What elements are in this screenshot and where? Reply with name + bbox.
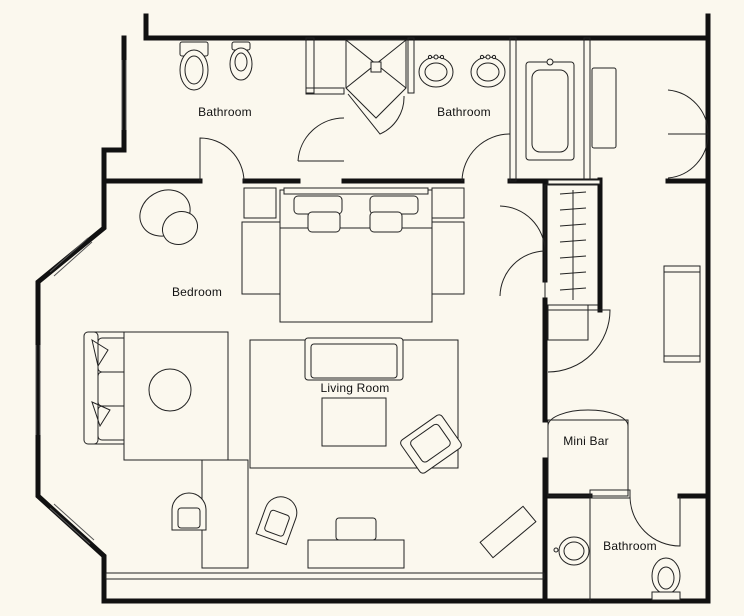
closet-rail-hangers — [559, 190, 587, 300]
closet-shelf — [547, 179, 601, 185]
bottom-toilet — [651, 557, 681, 601]
sofa — [83, 331, 131, 445]
room-label-bedroom: Bedroom — [171, 285, 223, 299]
bed — [279, 187, 433, 323]
bathtub — [525, 58, 575, 161]
living-armchair — [400, 414, 462, 474]
shower — [345, 39, 407, 135]
bidet — [229, 41, 253, 81]
room-label-living-room: Living Room — [320, 381, 390, 395]
luggage-rack — [479, 505, 537, 559]
exterior-walls — [35, 13, 711, 604]
bottom-sink — [553, 536, 590, 566]
room-label-bathroom-left: Bathroom — [198, 105, 252, 119]
room-label-bathroom-bottom: Bathroom — [603, 539, 657, 553]
nightstands — [241, 187, 465, 295]
vanity — [418, 54, 506, 88]
work-desk — [307, 517, 405, 569]
rug-and-coffee-table — [123, 331, 229, 461]
side-sofa — [663, 265, 701, 363]
armchair — [139, 189, 199, 246]
doors — [199, 89, 709, 547]
room-label-bathroom-center: Bathroom — [437, 105, 491, 119]
cabinet — [591, 67, 617, 149]
desk-and-chairs — [171, 459, 298, 569]
toilet — [179, 41, 209, 91]
room-label-mini-bar: Mini Bar — [563, 434, 609, 448]
